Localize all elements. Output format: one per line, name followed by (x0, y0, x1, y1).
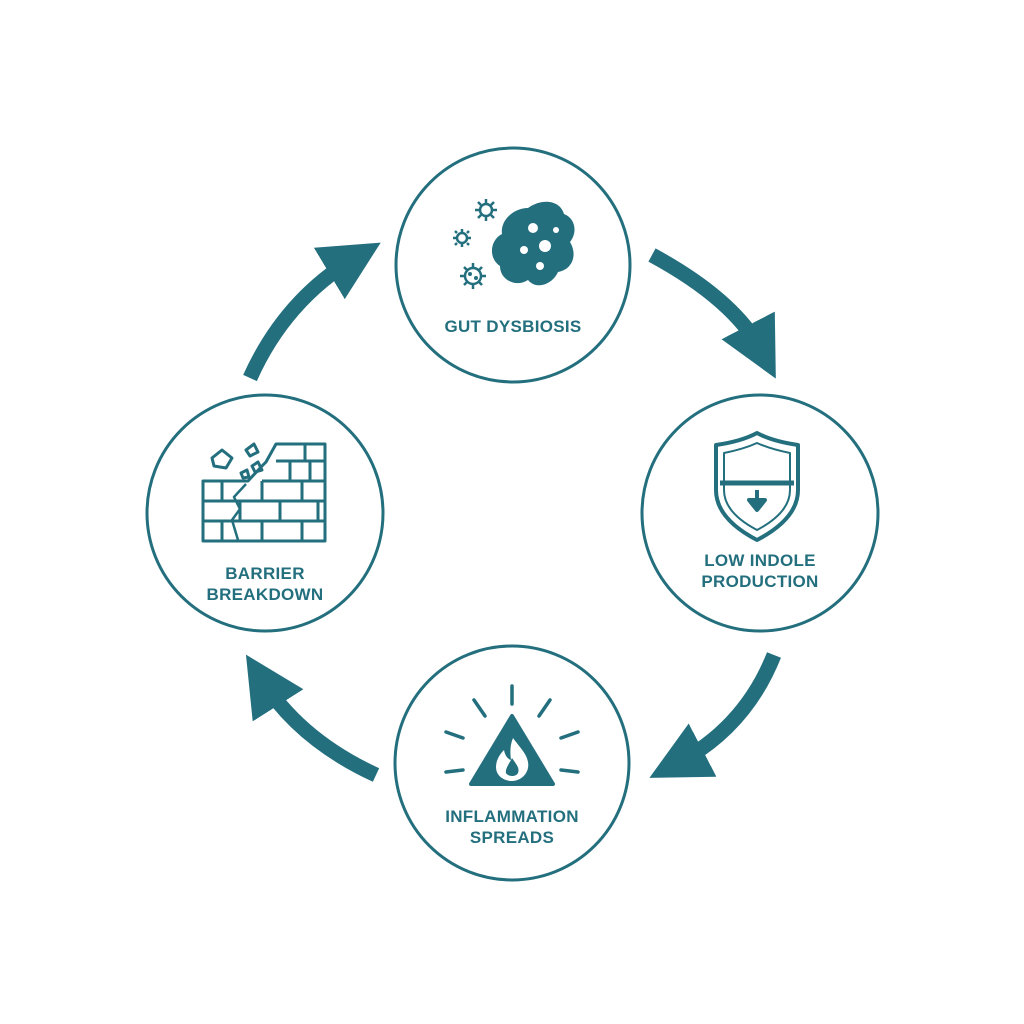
node-label-line: PRODUCTION (701, 572, 819, 591)
node-circle-low-indole-production (640, 393, 880, 633)
node-label-inflammation-spreads: INFLAMMATION SPREADS (412, 806, 612, 848)
node-label-line: INFLAMMATION (445, 807, 579, 826)
microbes-icon (453, 199, 575, 289)
flow-arrows (243, 242, 781, 782)
node-label-gut-dysbiosis: GUT DYSBIOSIS (413, 316, 613, 337)
broken-brick-wall-icon (201, 442, 327, 543)
node-label-line: BREAKDOWN (206, 585, 324, 604)
node-label-barrier-breakdown: BARRIER BREAKDOWN (165, 563, 365, 605)
node-label-low-indole-production: LOW INDOLE PRODUCTION (660, 550, 860, 592)
node-label-line: BARRIER (225, 564, 305, 583)
arrow-barrier-to-gut (243, 242, 381, 382)
arrow-gut-to-indole (648, 248, 776, 379)
node-label-line: LOW INDOLE (704, 551, 816, 570)
arrow-inflammation-to-barrier (245, 654, 380, 782)
node-label-line: GUT DYSBIOSIS (444, 317, 582, 336)
arrow-indole-to-inflammation (649, 652, 781, 778)
node-label-line: SPREADS (469, 828, 555, 847)
shield-down-arrow-icon (714, 431, 800, 542)
flame-warning-icon (444, 684, 580, 786)
